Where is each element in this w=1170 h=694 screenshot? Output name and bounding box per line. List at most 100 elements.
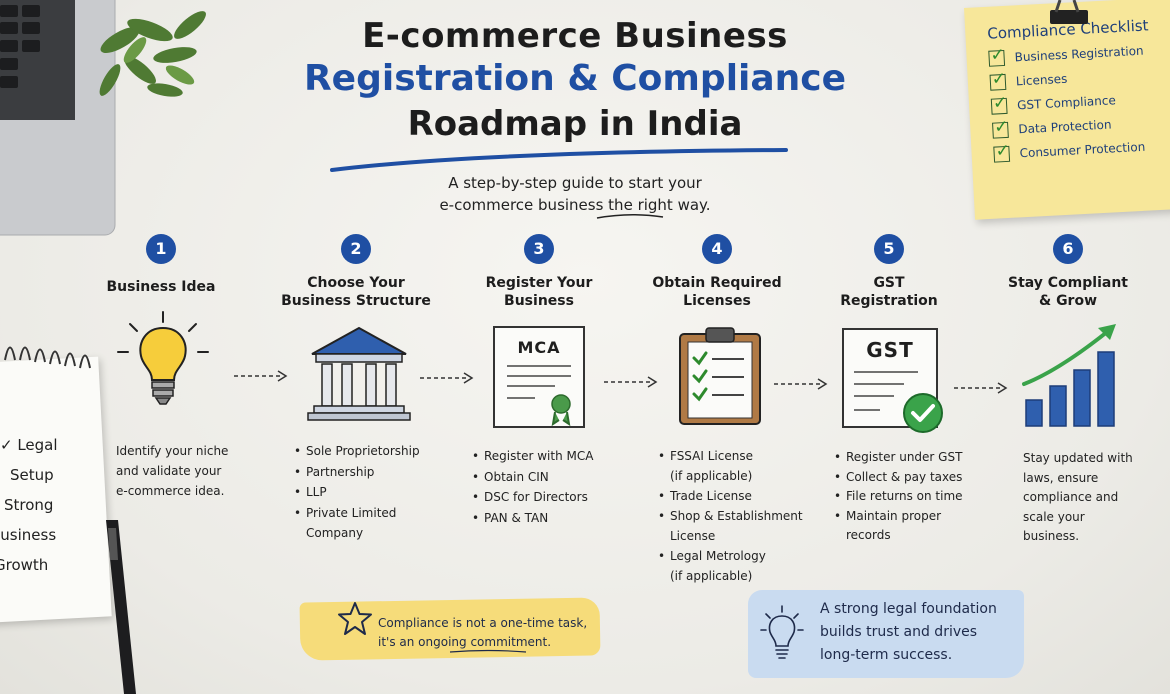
title-line-1: E-commerce Business bbox=[362, 16, 788, 56]
bank-building-icon bbox=[307, 326, 411, 421]
step-2: 2 Choose Your Business Structure bbox=[271, 234, 441, 310]
bullet-item: File returns on time bbox=[834, 487, 984, 507]
desc-line: and validate your bbox=[116, 464, 222, 478]
step-title-line: Obtain Required bbox=[652, 275, 782, 291]
step-number-badge: 1 bbox=[146, 234, 176, 264]
plant-icon bbox=[99, 11, 206, 97]
document-lines-icon bbox=[854, 371, 918, 411]
checkbox-checked-icon bbox=[988, 49, 1006, 67]
desc-line: Stay updated with bbox=[1023, 451, 1133, 465]
bullet-item: Legal Metrology bbox=[658, 546, 808, 566]
growth-chart-icon bbox=[1022, 324, 1116, 427]
notepad-line: ✓ Legal bbox=[0, 436, 58, 454]
clipboard-checklist-icon bbox=[679, 327, 761, 425]
lightbulb-outline-icon bbox=[760, 605, 804, 659]
desc-line: business. bbox=[1023, 529, 1080, 543]
step-description: Stay updated with laws, ensure complianc… bbox=[1023, 449, 1163, 547]
checklist-item-label: Data Protection bbox=[1018, 117, 1112, 137]
step-6: 6 Stay Compliant & Grow bbox=[983, 234, 1153, 310]
banner-underline bbox=[449, 649, 527, 653]
step-details: FSSAI License (if applicable) Trade Lice… bbox=[658, 446, 808, 586]
checklist-item-label: Business Registration bbox=[1014, 43, 1144, 65]
checklist-item: Business Registration bbox=[988, 40, 1170, 67]
title-line-2: Registration & Compliance bbox=[303, 58, 847, 99]
bullet-item: PAN & TAN bbox=[472, 508, 632, 529]
checklist-list: Business Registration Licenses GST Compl… bbox=[988, 40, 1170, 163]
arrow-right-icon bbox=[954, 382, 1008, 394]
step-number-badge: 5 bbox=[874, 234, 904, 264]
mca-certificate-icon: MCA bbox=[493, 326, 585, 428]
bullet-item: FSSAI License bbox=[658, 446, 808, 466]
step-4: 4 Obtain Required Licenses bbox=[632, 234, 802, 310]
subtitle-line-1: A step-by-step guide to start your bbox=[448, 174, 702, 192]
subtitle-underline bbox=[596, 213, 664, 219]
step-1: 1 Business Idea bbox=[76, 234, 246, 296]
bullet-list: Sole Proprietorship Partnership LLP Priv… bbox=[294, 441, 444, 544]
step-title-line: GST bbox=[873, 275, 905, 291]
step-title-line: & Grow bbox=[1038, 293, 1098, 309]
step-title: Choose Your Business Structure bbox=[271, 274, 441, 310]
notepad-spiral bbox=[4, 346, 91, 369]
gst-document-icon: GST bbox=[842, 328, 938, 428]
subtitle-line-2: e-commerce business the right way. bbox=[439, 196, 711, 214]
step-5: 5 GST Registration bbox=[804, 234, 974, 310]
step-title-line: Register Your bbox=[485, 275, 593, 291]
bullet-item: Maintain proper bbox=[834, 507, 984, 527]
desc-line: compliance and bbox=[1023, 490, 1119, 504]
bullet-item: Shop & Establishment bbox=[658, 506, 808, 526]
checklist-item-label: Licenses bbox=[1015, 71, 1068, 89]
bullet-list: Register with MCA Obtain CIN DSC for Dir… bbox=[472, 446, 632, 528]
banner-line: builds trust and drives bbox=[820, 624, 978, 640]
banner-line: Compliance is not a one-time task, bbox=[378, 616, 588, 630]
binder-clip-icon bbox=[1050, 0, 1088, 24]
checkbox-checked-icon bbox=[992, 121, 1009, 139]
step-number-badge: 4 bbox=[702, 234, 732, 264]
lightbulb-icon bbox=[117, 311, 209, 405]
step-title: Business Idea bbox=[106, 279, 216, 295]
bullet-item: Register under GST bbox=[834, 448, 984, 468]
bullet-item-continued: (if applicable) bbox=[670, 569, 753, 583]
bullet-item-continued: records bbox=[846, 528, 891, 542]
banner-line: long-term success. bbox=[820, 647, 953, 663]
certificate-label: MCA bbox=[517, 338, 561, 357]
bullet-item: Collect & pay taxes bbox=[834, 468, 984, 488]
step-title-line: Business bbox=[504, 293, 574, 309]
arrow-right-icon bbox=[234, 370, 288, 382]
bullet-item: LLP bbox=[294, 482, 444, 503]
bullet-item: Trade License bbox=[658, 486, 808, 506]
step-title: Obtain Required Licenses bbox=[632, 274, 802, 310]
step-title-line: Stay Compliant bbox=[1008, 275, 1128, 291]
checklist-item: Licenses bbox=[989, 64, 1170, 91]
document-label: GST bbox=[866, 338, 914, 362]
step-title: Register Your Business bbox=[454, 274, 624, 310]
desc-line: laws, ensure bbox=[1023, 470, 1099, 485]
step-number-badge: 3 bbox=[524, 234, 554, 264]
arrow-right-icon bbox=[420, 372, 474, 384]
step-title-line: Business Structure bbox=[281, 293, 431, 309]
title-underline bbox=[330, 148, 788, 172]
blue-banner-text: A strong legal foundation builds trust a… bbox=[820, 598, 1020, 667]
step-number-badge: 2 bbox=[341, 234, 371, 264]
step-3: 3 Register Your Business bbox=[454, 234, 624, 310]
notepad-text: ✓ Legal Setup Strong Business Growth bbox=[0, 430, 80, 580]
subtitle: A step-by-step guide to start your e-com… bbox=[410, 172, 740, 216]
pen-icon bbox=[106, 520, 136, 694]
step-details: Register with MCA Obtain CIN DSC for Dir… bbox=[472, 446, 632, 528]
checklist-item: Consumer Protection bbox=[993, 136, 1170, 163]
checkbox-checked-icon bbox=[990, 97, 1008, 115]
yellow-banner-text: Compliance is not a one-time task, it's … bbox=[378, 614, 598, 652]
bullet-item: Sole Proprietorship bbox=[294, 441, 444, 462]
bullet-list: FSSAI License (if applicable) Trade Lice… bbox=[658, 446, 808, 586]
checkbox-checked-icon bbox=[993, 145, 1011, 163]
step-description: Identify your niche and validate your e-… bbox=[116, 441, 266, 501]
arrow-right-icon bbox=[604, 376, 658, 388]
step-details: Register under GST Collect & pay taxes F… bbox=[834, 448, 984, 546]
checklist-item-label: Consumer Protection bbox=[1019, 139, 1146, 161]
banner-line: it's an ongoing commitment. bbox=[378, 635, 552, 649]
step-number-badge: 6 bbox=[1053, 234, 1083, 264]
bullet-item-continued: (if applicable) bbox=[670, 469, 753, 483]
step-title: Stay Compliant & Grow bbox=[983, 274, 1153, 310]
title-line-3: Roadmap in India bbox=[407, 104, 743, 144]
step-title-line: Registration bbox=[840, 293, 938, 309]
bullet-item: Obtain CIN bbox=[472, 467, 632, 488]
